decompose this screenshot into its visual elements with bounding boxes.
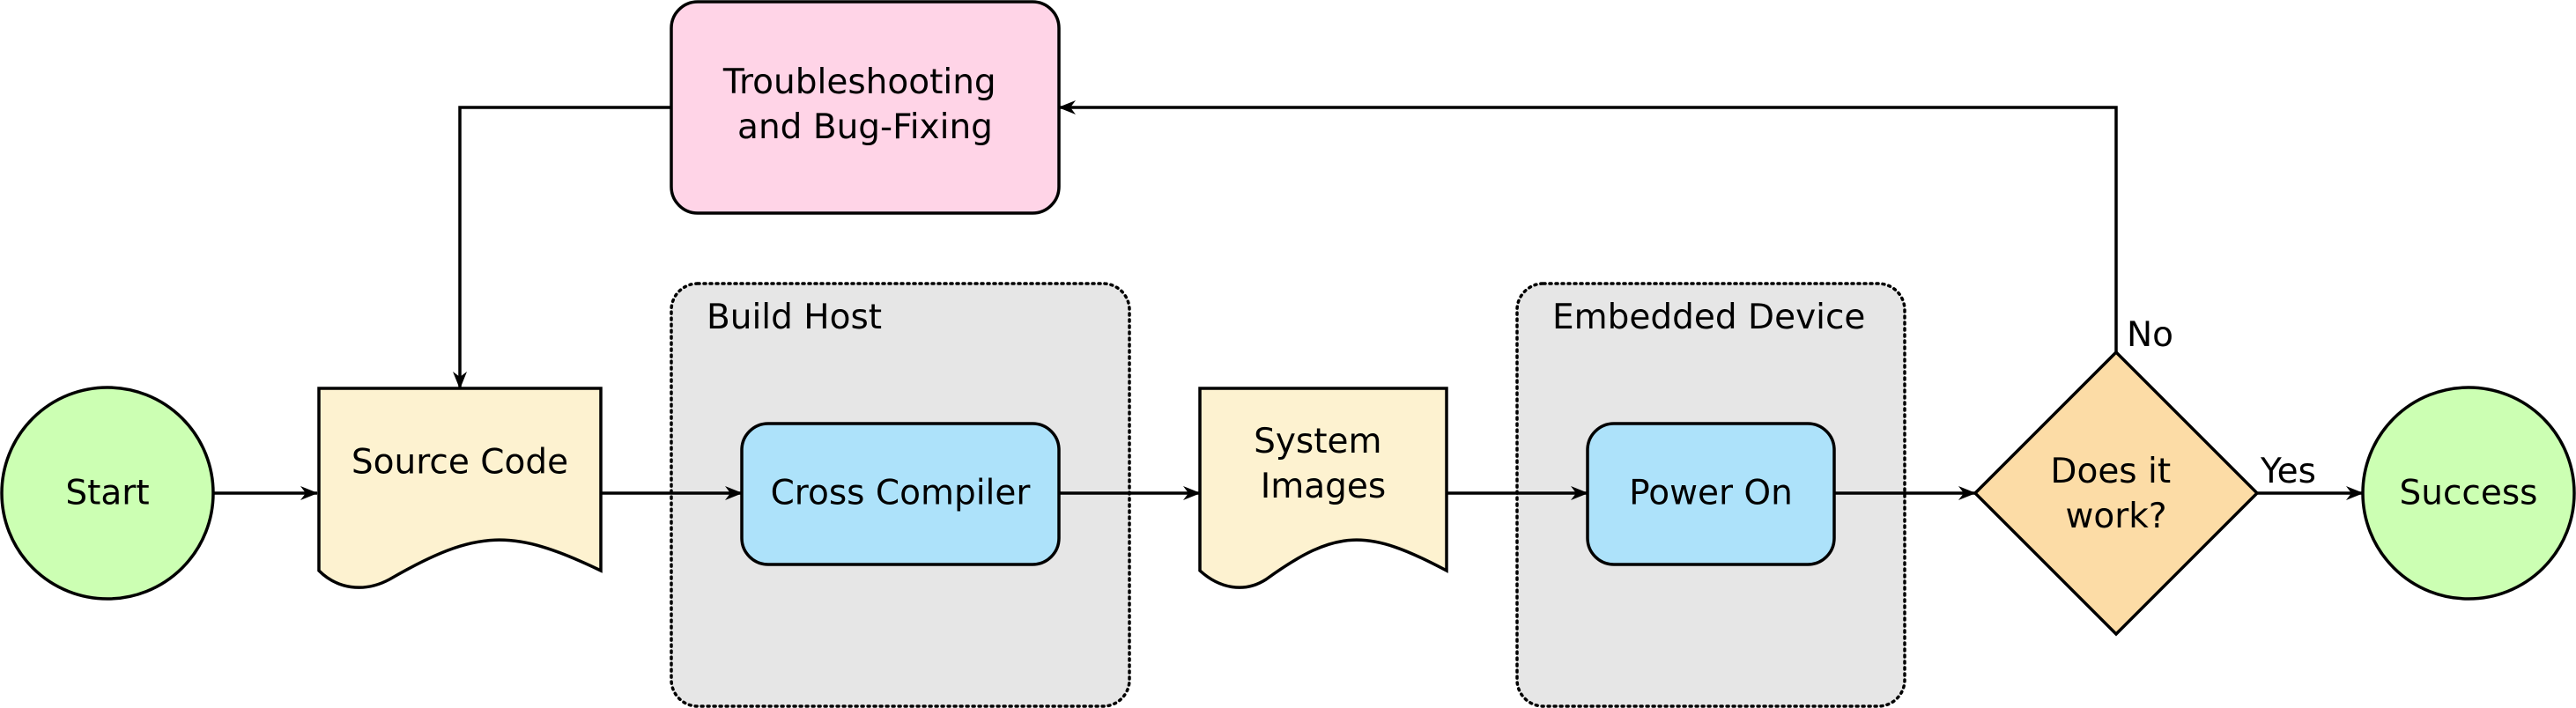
- embedded-device-label: Embedded Device: [1552, 298, 1865, 337]
- no-edge-label: No: [2127, 315, 2173, 355]
- system-images-node: [1198, 387, 1448, 589]
- decision-line-1: Does it: [2050, 452, 2171, 491]
- decision-node: [1973, 350, 2260, 637]
- success-label: Success: [2400, 474, 2538, 513]
- edge-troubleshoot-to-source: [453, 106, 671, 389]
- build-host-label: Build Host: [707, 298, 882, 337]
- yes-edge-label: Yes: [2260, 452, 2316, 491]
- system-images-line-1: System: [1254, 422, 1381, 461]
- source-code-node: [317, 387, 603, 589]
- system-images-line-2: Images: [1261, 467, 1386, 506]
- decision-line-2: work?: [2065, 497, 2166, 536]
- power-on-node: [1586, 422, 1836, 566]
- start-node: [0, 386, 215, 601]
- cross-compiler-node: [740, 422, 1061, 566]
- start-label: Start: [65, 474, 149, 513]
- source-code-label: Source Code: [352, 443, 568, 483]
- troubleshooting-label: Troubleshooting and Bug-Fixing: [722, 63, 1007, 147]
- troubleshooting-line-2: and Bug-Fixing: [737, 107, 993, 147]
- cross-compiler-label: Cross Compiler: [771, 474, 1032, 513]
- power-on-label: Power On: [1629, 474, 1793, 513]
- troubleshooting-line-1: Troubleshooting: [722, 63, 996, 102]
- troubleshooting-node: [670, 0, 1061, 215]
- edge-decision-no: [1058, 100, 2118, 352]
- decision-label: Does it work?: [2050, 452, 2181, 536]
- success-node: [2361, 386, 2576, 601]
- system-images-label: System Images: [1254, 422, 1393, 506]
